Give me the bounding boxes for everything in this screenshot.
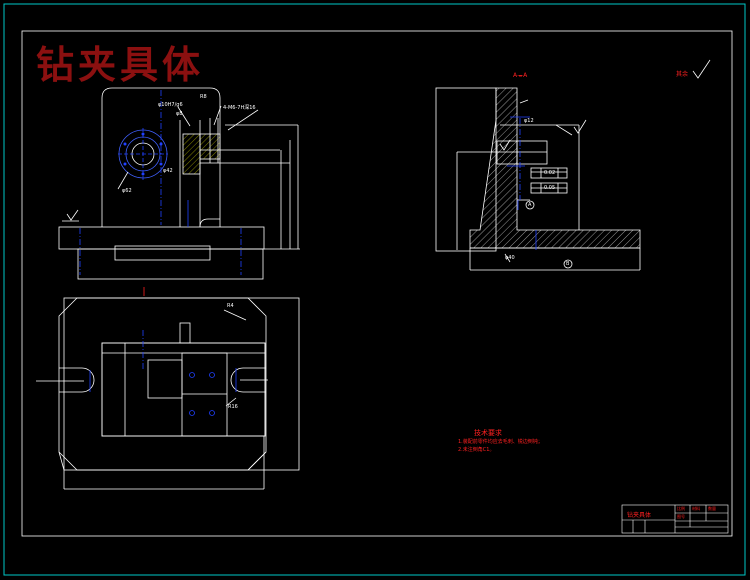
title-block-c4: 图号 xyxy=(677,514,685,519)
tech-req-line2: 2.未注倒角C1。 xyxy=(458,447,495,453)
watermark-title: 钻夹具体 xyxy=(36,42,205,87)
label-phi-hole: φ42 xyxy=(163,168,173,174)
top-view xyxy=(36,297,300,490)
label-dim-b: R8 xyxy=(200,94,207,100)
red-marks xyxy=(143,75,522,296)
title-block xyxy=(621,504,729,534)
label-dim-i: A xyxy=(528,202,532,208)
label-thread-note: 4-M6-7H深16 xyxy=(223,105,256,111)
label-r16: R16 xyxy=(228,404,238,410)
label-dim-a: φ8 xyxy=(176,111,183,117)
label-dim-d: φ12 xyxy=(524,118,534,124)
label-dim-c: φ62 xyxy=(122,188,132,194)
title-block-c3: 数量 xyxy=(708,506,716,511)
roughness-symbols xyxy=(66,59,711,221)
inner-frame xyxy=(21,30,733,537)
flange-holes xyxy=(123,132,163,176)
label-hole-note: φ10H7/g6 xyxy=(158,102,183,108)
label-dim-e: φ40 xyxy=(505,255,515,261)
section-label: A—A xyxy=(513,72,528,79)
label-dim-g: 0.02 xyxy=(544,170,556,176)
section-centerlines xyxy=(507,116,537,250)
roughness-note: 其余 xyxy=(676,71,689,78)
title-block-c1: 比例 xyxy=(677,506,685,511)
section-view xyxy=(435,87,641,271)
label-dim-h: 0.05 xyxy=(544,185,556,191)
front-view xyxy=(58,87,300,280)
title-block-c2: 材料 xyxy=(692,506,700,511)
label-dim-j: B xyxy=(566,261,570,267)
title-block-name: 钻夹具体 xyxy=(627,512,652,519)
tech-req-line1: 1.装配前零件均应去毛刺、锐边倒钝； xyxy=(458,439,543,445)
label-r4: R4 xyxy=(227,303,234,309)
top-view-centerlines xyxy=(89,330,237,416)
tech-req-title: 技术要求 xyxy=(474,429,502,437)
outer-frame xyxy=(3,3,746,576)
